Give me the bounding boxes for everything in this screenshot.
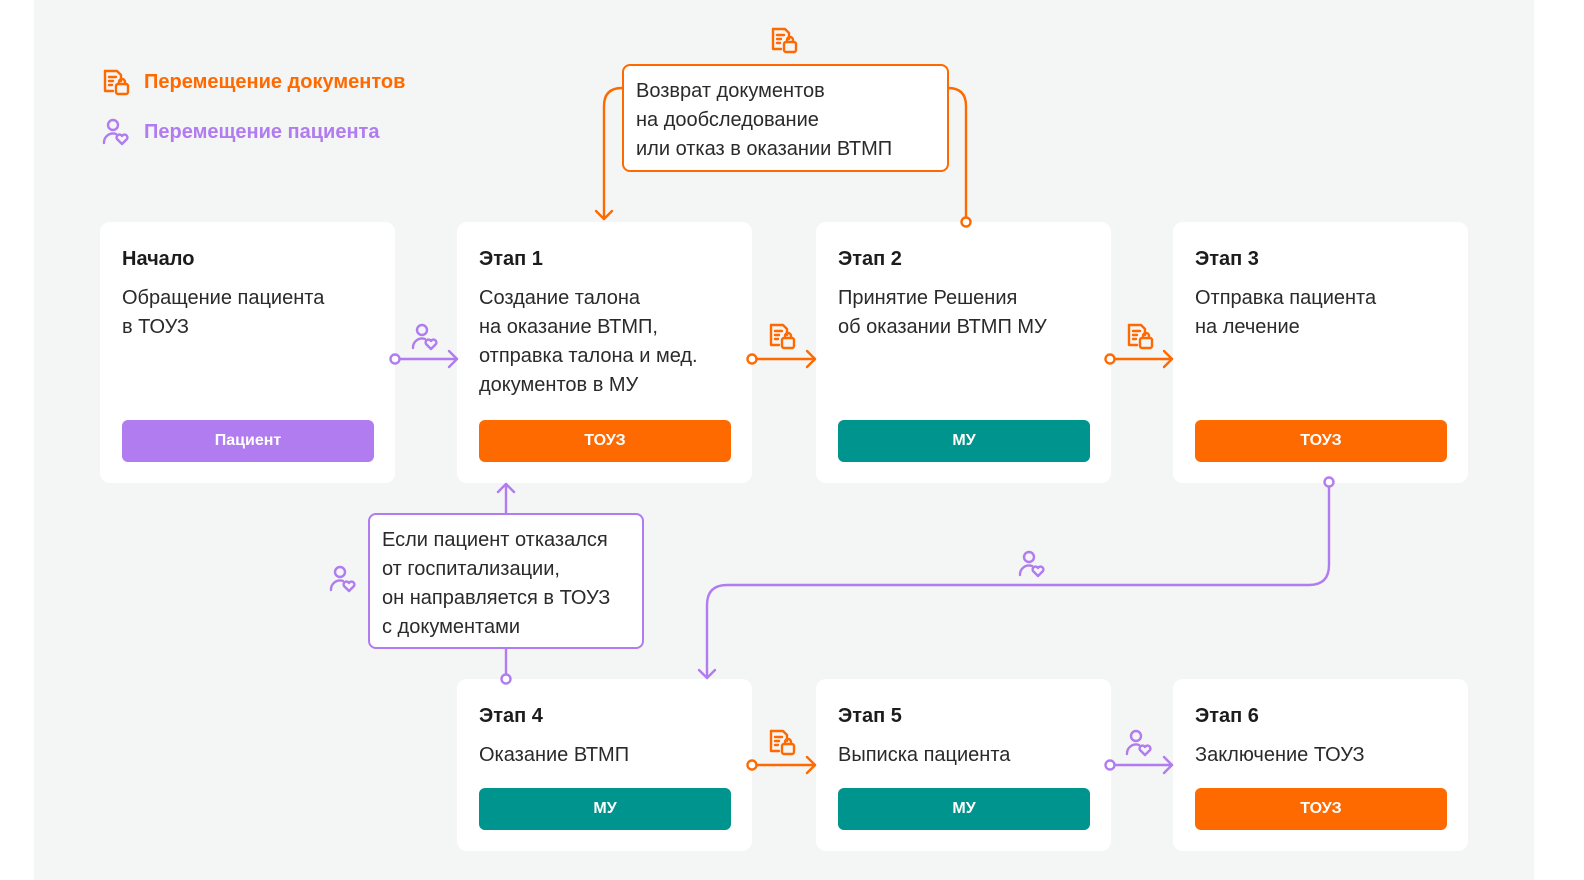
stage-3-text: Отправка пациента на лечение [1195,287,1377,338]
arrow-stage4-to-stage5 [746,755,817,775]
arrow-stage2-to-stage3 [1104,349,1174,369]
arrow-stage1-to-stage2 [746,349,817,369]
stage-3-tag: ТОУЗ [1195,420,1447,462]
stage-start-tag: Пациент [122,420,374,462]
documents-icon [769,729,796,756]
arrow-stage5-to-stage6 [1104,755,1174,775]
stage-1-tag: ТОУЗ [479,420,731,462]
arrow-stage2-to-stage1-return [594,86,972,228]
stage-6-tag: ТОУЗ [1195,788,1447,830]
stage-2-card: Этап 2 Принятие Решения об оказании ВТМП… [816,222,1111,483]
stage-4-card: Этап 4 Оказание ВТМП МУ [457,679,752,851]
note-return-documents: Возврат документов на дообследование или… [622,64,949,172]
stage-3-title: Этап 3 [1195,248,1259,270]
arrow-stage4-to-stage1 [496,482,516,685]
stage-3-card: Этап 3 Отправка пациента на лечение ТОУЗ [1173,222,1468,483]
stage-2-tag: МУ [838,420,1090,462]
patient-icon [102,118,129,146]
legend-documents: Перемещение документов [100,66,405,98]
stage-2-text: Принятие Решения об оказании ВТМП МУ [838,287,1047,338]
documents-icon [771,27,798,54]
patient-icon [411,323,438,351]
patient-icon [1018,550,1045,578]
stage-start-title: Начало [122,248,195,270]
stage-6-card: Этап 6 Заключение ТОУЗ ТОУЗ [1173,679,1468,851]
stage-1-title: Этап 1 [479,248,543,270]
stage-4-tag: МУ [479,788,731,830]
note-patient-refused: Если пациент отказался от госпитализации… [368,513,644,649]
stage-start-text: Обращение пациента в ТОУЗ [122,287,325,338]
stage-4-title: Этап 4 [479,705,543,727]
stage-5-tag: МУ [838,788,1090,830]
stage-5-text: Выписка пациента [838,744,1011,766]
legend-documents-label: Перемещение документов [144,70,406,93]
arrow-start-to-stage1 [389,349,459,369]
stage-2-title: Этап 2 [838,248,902,270]
documents-icon [769,323,796,350]
stage-6-title: Этап 6 [1195,705,1259,727]
stage-start-card: Начало Обращение пациента в ТОУЗ Пациент [100,222,395,483]
documents-icon [1127,323,1154,350]
patient-icon [329,565,356,593]
arrow-stage3-to-stage4 [697,476,1335,680]
stage-1-card: Этап 1 Создание талона на оказание ВТМП,… [457,222,752,483]
stage-5-title: Этап 5 [838,705,902,727]
stage-4-text: Оказание ВТМП [479,744,630,766]
patient-icon [1125,729,1152,757]
legend-patient-label: Перемещение пациента [144,120,380,143]
stage-1-text: Создание талона на оказание ВТМП, отправ… [479,287,698,396]
stage-5-card: Этап 5 Выписка пациента МУ [816,679,1111,851]
documents-icon [103,69,130,96]
stage-6-text: Заключение ТОУЗ [1195,744,1365,766]
legend-patient: Перемещение пациента [100,116,379,148]
